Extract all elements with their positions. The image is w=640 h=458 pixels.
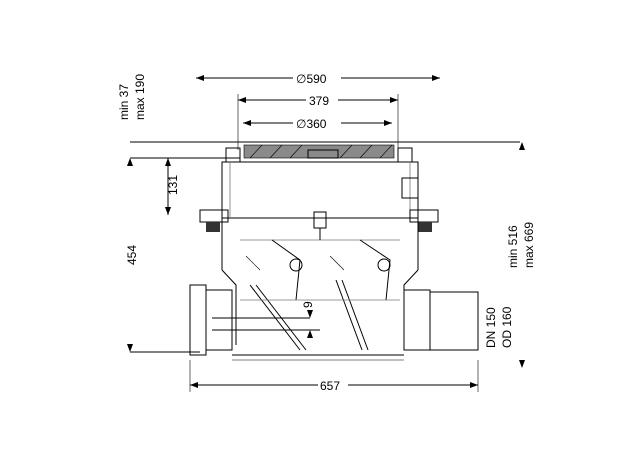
label-od-160: OD 160 [500, 306, 514, 348]
dimension-657-label: 657 [320, 379, 340, 393]
dimension-657: 657 [189, 360, 479, 393]
label-dn-150: DN 150 [484, 307, 498, 348]
dimension-379-label: 379 [309, 94, 329, 108]
label-max-669: max 669 [522, 222, 536, 268]
label-max-190: max 190 [133, 74, 147, 120]
dimension-454-label: 454 [125, 245, 139, 265]
dimension-360: ∅360 [243, 115, 392, 131]
dimension-131-label: 131 [166, 175, 180, 195]
dimension-454: 454 [125, 158, 139, 352]
dimension-9-label: 9 [301, 301, 315, 308]
dimension-590-label: ∅590 [296, 72, 327, 86]
label-min-37: min 37 [117, 84, 131, 120]
dimension-131: 131 [165, 158, 180, 215]
dimension-590: ∅590 [196, 70, 440, 86]
dimension-360-label: ∅360 [296, 117, 327, 131]
grate [225, 144, 413, 163]
pipe [189, 284, 479, 361]
upper-body [199, 161, 439, 232]
dimension-379: 379 [237, 92, 399, 150]
trap-mechanism [240, 239, 400, 351]
dimension-9: 9 [212, 301, 320, 338]
label-min-516: min 516 [506, 225, 520, 268]
